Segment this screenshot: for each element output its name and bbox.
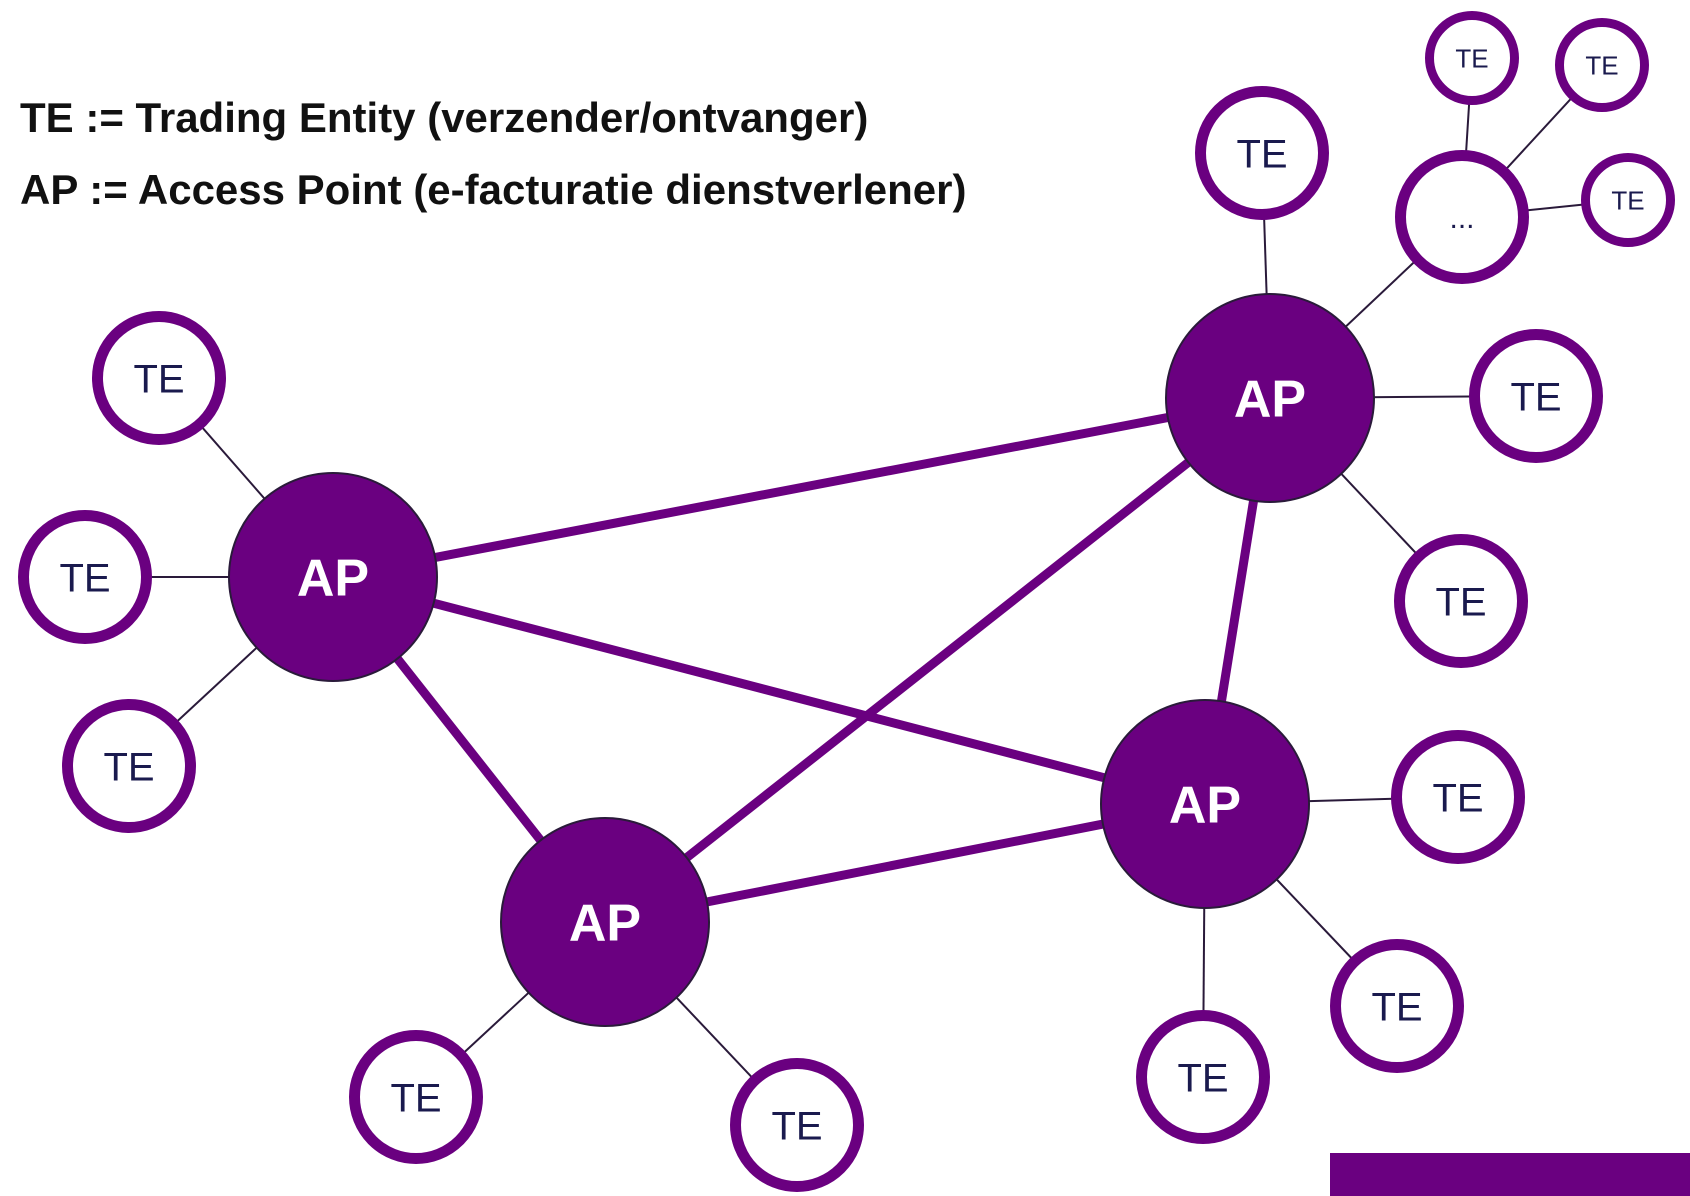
te-circle: [18, 510, 152, 644]
te-label: TE: [103, 745, 154, 789]
ap2-node: AP: [1165, 293, 1375, 503]
te-circle: [1425, 11, 1519, 105]
te-label: TE: [390, 1076, 441, 1120]
ap-label: AP: [569, 895, 641, 953]
ap-circle: [500, 817, 710, 1027]
te-ap1-left-node: TE: [18, 510, 152, 644]
ap-label: AP: [1169, 777, 1241, 835]
te-ap1-bottom-node: TE: [62, 699, 196, 833]
te-circle: [1391, 730, 1525, 864]
te-ap4-right-node: TE: [1391, 730, 1525, 864]
ap-circle: [228, 472, 438, 682]
nodes: AP AP AP AP TE TE TE TE... TE TE TE TE TE TE TE TE TE TE: [18, 11, 1675, 1192]
te-label: TE: [1432, 776, 1483, 820]
te-label: TE: [59, 556, 110, 600]
te-more-1-node: TE: [1425, 11, 1519, 105]
ap3-node: AP: [500, 817, 710, 1027]
te-ap3-left-node: TE: [349, 1030, 483, 1164]
te-circle: [1469, 329, 1603, 463]
more-circle: [1395, 150, 1529, 284]
te-label: TE: [1177, 1056, 1228, 1100]
te-ap2-right-node: TE: [1469, 329, 1603, 463]
te-label: TE: [133, 357, 184, 401]
backbone-link-ap3-ap2: [602, 394, 1273, 926]
legend-te-definition: TE := Trading Entity (verzender/ontvange…: [20, 94, 869, 141]
more-label: ...: [1449, 202, 1474, 235]
te-label: TE: [1435, 580, 1486, 624]
ap1-node: AP: [228, 472, 438, 682]
te-label: TE: [1236, 132, 1287, 176]
te-circle: [1555, 18, 1649, 112]
te-label: TE: [1510, 375, 1561, 419]
te-ap3-right-node: TE: [730, 1058, 864, 1192]
te-circle: [349, 1030, 483, 1164]
te-more-3-node: TE: [1581, 153, 1675, 247]
te-label: TE: [771, 1104, 822, 1148]
te-circle: [1581, 153, 1675, 247]
ap4-node: AP: [1100, 699, 1310, 909]
te-circle: [1136, 1010, 1270, 1144]
te-label: TE: [1455, 43, 1488, 73]
te-circle: [62, 699, 196, 833]
te-circle: [1330, 939, 1464, 1073]
ap-label: AP: [1234, 371, 1306, 429]
te-ap4-lowright-node: TE: [1330, 939, 1464, 1073]
backbone-link-ap1-ap4: [331, 572, 1207, 809]
brand-logo-bar: [1330, 1153, 1690, 1196]
te-more-2-node: TE: [1555, 18, 1649, 112]
ap-label: AP: [297, 550, 369, 608]
te-label: TE: [1585, 50, 1618, 80]
te-circle: [1394, 534, 1528, 668]
ap-circle: [1165, 293, 1375, 503]
te-label: TE: [1611, 185, 1644, 215]
backbone-link-ap1-ap2: [332, 393, 1271, 582]
te-circle: [92, 311, 226, 445]
te-label: TE: [1371, 985, 1422, 1029]
legend-ap-definition: AP := Access Point (e-facturatie dienstv…: [20, 166, 967, 213]
te-ap2-bottom-node: TE: [1394, 534, 1528, 668]
te-ap1-top-node: TE: [92, 311, 226, 445]
te-ap4-bottom-node: TE: [1136, 1010, 1270, 1144]
te-circle: [1195, 86, 1329, 220]
te-circle: [730, 1058, 864, 1192]
ap-circle: [1100, 699, 1310, 909]
te-ap2-top-node: TE: [1195, 86, 1329, 220]
more-ap2-node: ...: [1395, 150, 1529, 284]
